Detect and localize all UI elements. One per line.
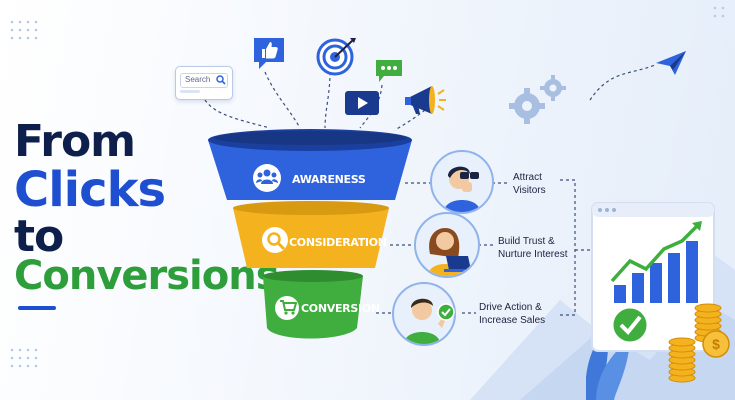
- person-binoculars-circle: [430, 150, 494, 214]
- person-icon: [404, 298, 448, 344]
- stage-label-conversion: CONVERSION: [301, 302, 380, 315]
- stage-label-awareness: AWARENESS: [292, 173, 366, 186]
- svg-text:$: $: [712, 336, 720, 352]
- search-field: Search: [180, 73, 228, 88]
- binoculars-icon: [444, 166, 480, 212]
- person-laptop-circle: [414, 212, 480, 278]
- coins-icon: $: [668, 303, 730, 383]
- target-icon: [316, 38, 356, 76]
- paper-plane-icon: [656, 51, 686, 75]
- stage-label-consideration: CONSIDERATION: [289, 236, 387, 249]
- person-check-circle: [392, 282, 456, 346]
- people-icon: [256, 169, 278, 184]
- side-text-trust-label: Build Trust & Nurture Interest: [498, 236, 568, 260]
- magnifier-icon: [267, 232, 286, 251]
- funnel-stage-consideration: [233, 208, 389, 268]
- megaphone-icon: [405, 86, 446, 114]
- search-result-line: [180, 90, 200, 93]
- chat-icon: [376, 60, 402, 82]
- side-text-action-label: Drive Action & Increase Sales: [479, 302, 546, 326]
- search-icon: [216, 75, 226, 85]
- headline-from: From: [14, 116, 136, 167]
- dollar-icon: [702, 330, 730, 358]
- funnel-stage-conversion: [263, 276, 363, 339]
- gears-icon: [509, 75, 566, 124]
- side-text-attract-label: Attract Visitors: [513, 172, 546, 196]
- side-text-attract: Attract Visitors: [513, 172, 546, 197]
- laptop-icon: [428, 228, 474, 276]
- search-placeholder: Search: [185, 75, 211, 84]
- thumbs-up-icon: [254, 38, 284, 69]
- search-widget: Search: [175, 66, 233, 100]
- headline-conversions: Conversions: [14, 253, 280, 299]
- headline-clicks: Clicks: [14, 162, 166, 218]
- cart-icon: [280, 300, 297, 315]
- side-text-action: Drive Action & Increase Sales: [479, 302, 545, 327]
- headline-to: to: [14, 211, 64, 262]
- headline-underline: [18, 306, 56, 310]
- check-badge-icon: [437, 303, 455, 321]
- growth-chart-icon: [586, 202, 715, 400]
- video-play-icon: [345, 91, 379, 115]
- side-text-trust: Build Trust & Nurture Interest: [498, 236, 567, 261]
